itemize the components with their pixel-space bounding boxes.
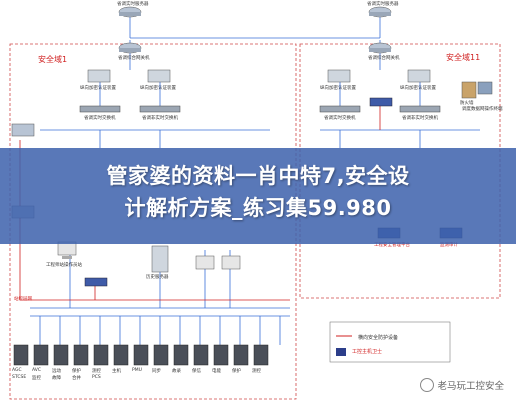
- server-label: AGC: [12, 368, 22, 373]
- security-device-icon: [369, 97, 393, 107]
- switch-icon: [319, 105, 361, 113]
- router-icon: [11, 123, 35, 137]
- router-icon: [368, 42, 392, 54]
- server-label: 电能: [212, 369, 221, 374]
- server-icon: [53, 344, 69, 366]
- workstation-icon: [221, 255, 241, 270]
- terminal-label: 调度数据网操作终端: [462, 107, 503, 112]
- server-label: 监控: [32, 376, 41, 381]
- router-icon: [368, 6, 392, 18]
- server-label: 保护: [72, 369, 81, 374]
- server-label: 远动: [52, 369, 61, 374]
- encryption-label: 纵向加密认证装置: [400, 86, 436, 91]
- wechat-icon: [420, 378, 435, 392]
- firewall-label: 防火墙: [460, 101, 474, 106]
- network-bar-label: 站控层网: [14, 297, 32, 302]
- gateway-label: 省调综合网关机: [118, 56, 150, 61]
- server-label: PMU: [132, 368, 142, 373]
- server-label: STCSE: [12, 375, 27, 380]
- title-line-1: 管家婆的资料一肖中特7,安全设: [106, 164, 410, 188]
- encryption-label: 纵向加密认证装置: [80, 86, 116, 91]
- encryption-device-icon: [327, 69, 351, 83]
- server-label: 故录: [172, 369, 181, 374]
- router-label: 省调实时服务器: [367, 2, 399, 7]
- server-icon: [151, 245, 169, 273]
- server-label: 保护: [232, 369, 241, 374]
- server-icon: [253, 344, 269, 366]
- server-label: PCS: [92, 375, 101, 380]
- server-label: 同步: [152, 369, 161, 374]
- firewall-icon: [461, 81, 477, 99]
- server-icon: [73, 344, 89, 366]
- server-label: 测控: [252, 369, 261, 374]
- legend-item: 横向安全防护设备: [358, 335, 399, 341]
- server-label: 历史服务器: [146, 275, 169, 280]
- switch-icon: [79, 105, 121, 113]
- title-line-2: 计解析方案_练习集59.980: [124, 196, 392, 220]
- server-icon: [233, 344, 249, 366]
- router-icon: [118, 6, 142, 18]
- legend-item: 工控主机卫士: [352, 349, 383, 355]
- server-icon: [113, 344, 129, 366]
- server-icon: [13, 344, 29, 366]
- legend-box: [329, 321, 451, 363]
- watermark-text: 老马玩工控安全: [437, 381, 504, 392]
- switch-label: 省调非实时交换机: [402, 116, 438, 121]
- terminal-icon: [477, 81, 493, 95]
- security-device-icon: [84, 277, 108, 287]
- encryption-label: 纵向加密认证装置: [140, 86, 176, 91]
- gateway-label: 省调综合网关机: [368, 56, 400, 61]
- switch-icon: [139, 105, 181, 113]
- switch-icon: [399, 105, 441, 113]
- workstation-icon: [57, 241, 77, 259]
- switch-label: 省调实时交换机: [324, 116, 356, 121]
- server-icon: [193, 344, 209, 366]
- encryption-device-icon: [87, 69, 111, 83]
- server-label: AVC: [32, 368, 42, 373]
- server-label: 合并: [72, 376, 81, 381]
- server-icon: [153, 344, 169, 366]
- watermark: 老马玩工控安全: [420, 378, 504, 392]
- router-icon: [118, 42, 142, 54]
- platform-label: 工程安全管理平台: [374, 243, 410, 248]
- switch-label: 省调非实时交换机: [142, 116, 178, 121]
- workstation-label: 工程师站操作员站: [46, 263, 82, 268]
- server-icon: [133, 344, 149, 366]
- audit-label: 监测审计: [440, 243, 458, 248]
- encryption-device-icon: [147, 69, 171, 83]
- title-banner: [0, 148, 516, 244]
- zone-right-label: 安全域11: [446, 53, 481, 62]
- server-icon: [173, 344, 189, 366]
- server-label: 保信: [192, 369, 201, 374]
- server-icon: [33, 344, 49, 366]
- switch-label: 省调实时交换机: [84, 116, 116, 121]
- zone-left-frame: [9, 43, 297, 400]
- workstation-icon: [195, 255, 215, 270]
- router-label: 省调实时服务器: [117, 2, 149, 7]
- server-label: 主机: [112, 369, 121, 374]
- server-icon: [213, 344, 229, 366]
- encryption-device-icon: [407, 69, 431, 83]
- page-title: 管家婆的资料一肖中特7,安全设 计解析方案_练习集59.980: [0, 160, 516, 224]
- server-icon: [93, 344, 109, 366]
- server-label: 测控: [92, 369, 101, 374]
- server-label: 故障: [52, 376, 61, 381]
- zone-left-label: 安全域1: [38, 55, 68, 64]
- encryption-label: 纵向加密认证装置: [320, 86, 356, 91]
